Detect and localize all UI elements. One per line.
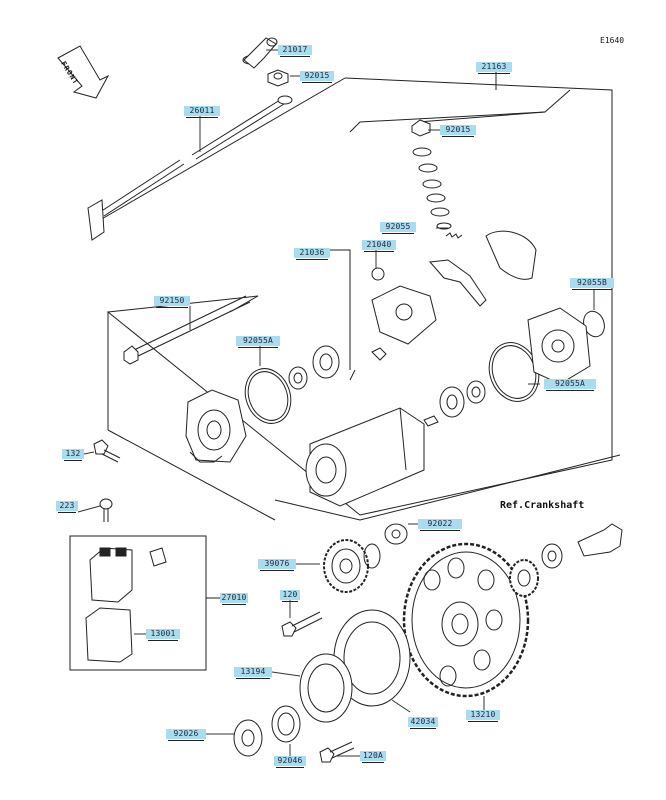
bolt-120 (281, 611, 323, 637)
bolt-120a (319, 741, 355, 763)
part-code-92150[interactable]: 92150 (154, 296, 190, 308)
through-bolt (123, 295, 251, 365)
o-ring-left-inner (247, 371, 289, 421)
nut-top (267, 69, 289, 87)
part-code-39076[interactable]: 39076 (258, 559, 296, 571)
part-code-21017[interactable]: 21017 (278, 45, 312, 57)
front-arrow-icon (57, 45, 110, 99)
washer-92026 (233, 719, 263, 757)
part-code-132[interactable]: 132 (62, 449, 84, 461)
part-code-13001[interactable]: 13001 (146, 629, 180, 641)
part-code-26011[interactable]: 26011 (184, 106, 220, 118)
motor-yoke (305, 407, 439, 507)
part-code-92015[interactable]: 92015 (440, 125, 476, 137)
part-code-21040[interactable]: 21040 (362, 240, 396, 252)
o-ring-left (244, 368, 292, 424)
part-code-21163[interactable]: 21163 (476, 62, 512, 74)
one-way-clutch (299, 653, 353, 723)
bolt-132 (93, 439, 121, 463)
part-code-92055[interactable]: 92055 (380, 222, 416, 234)
part-code-120[interactable]: 120 (280, 590, 300, 602)
ref-crankshaft-label: Ref.Crankshaft (500, 500, 585, 511)
washer-stack (411, 119, 463, 239)
brush-holder (371, 230, 537, 361)
starter-relay (89, 547, 167, 603)
part-code-42034[interactable]: 42034 (408, 717, 438, 729)
leader-lines (77, 49, 595, 757)
part-code-92022[interactable]: 92022 (418, 519, 462, 531)
bearings-right (439, 380, 486, 418)
starter-clutch-gear (402, 542, 530, 698)
part-code-92055a-left[interactable]: 92055A (236, 336, 280, 348)
part-code-92055a-right[interactable]: 92055A (544, 379, 596, 391)
part-code-92026[interactable]: 92026 (166, 729, 206, 741)
rear-cover (527, 307, 591, 385)
terminal-boot (242, 37, 278, 69)
part-code-13194[interactable]: 13194 (234, 667, 272, 679)
part-code-92046[interactable]: 92046 (274, 756, 306, 768)
part-code-27010[interactable]: 27010 (220, 593, 248, 605)
screw-223 (99, 498, 113, 522)
washer-92022 (384, 523, 408, 545)
idle-gear (323, 539, 381, 593)
crankshaft-gear (509, 523, 623, 597)
part-code-92055b[interactable]: 92055B (570, 278, 614, 290)
part-code-120a[interactable]: 120A (360, 751, 386, 763)
diagram-id: E1640 (600, 36, 625, 45)
part-code-223[interactable]: 223 (56, 501, 78, 513)
needle-bearing (271, 705, 301, 743)
part-code-21036[interactable]: 21036 (294, 248, 330, 260)
part-code-92015-top[interactable]: 92015 (300, 71, 334, 83)
part-code-13210[interactable]: 13210 (466, 710, 500, 722)
relay-frame (69, 535, 220, 671)
front-cover (185, 389, 247, 463)
outer-frame-lines (99, 72, 621, 521)
bearings-left (288, 345, 340, 390)
starter-cable (87, 95, 293, 241)
relay-cover (85, 607, 133, 663)
